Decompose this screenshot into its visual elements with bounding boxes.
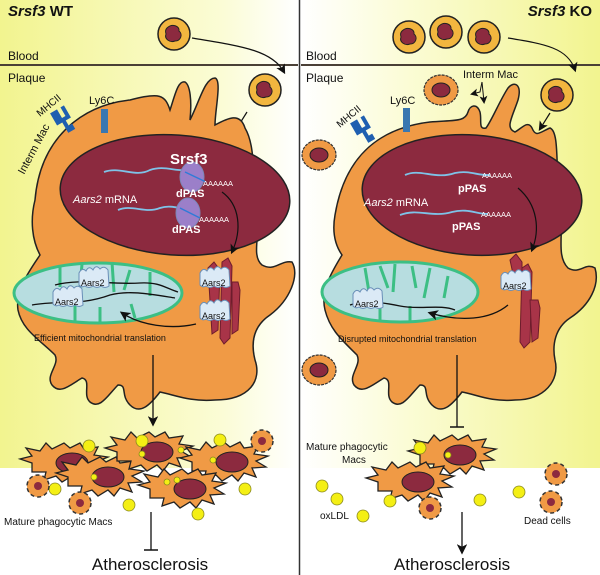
right-interm-mac-small-2 bbox=[301, 139, 337, 171]
right-dead-cell-1 bbox=[418, 496, 442, 520]
left-title: Srsf3 WT bbox=[8, 3, 73, 20]
right-mhcii-receptor bbox=[350, 115, 376, 143]
right-mature-macs-label-line2: Macs bbox=[342, 455, 366, 466]
left-export-arrow bbox=[221, 191, 240, 255]
left-dead-cell-3 bbox=[68, 491, 92, 515]
left-srsf3-label: Srsf3 bbox=[170, 151, 208, 168]
right-er-aars2-label: Aars2 bbox=[503, 281, 527, 291]
right-oxldl-particles bbox=[315, 441, 526, 523]
right-translation-label: Disrupted mitochondrial translation bbox=[338, 334, 477, 344]
right-polya-2: AAAAAA bbox=[481, 210, 511, 219]
right-dead-cell-2 bbox=[544, 462, 568, 486]
left-polya-1: AAAAAA bbox=[203, 179, 233, 188]
right-mito-aars2-label: Aars2 bbox=[355, 299, 379, 309]
left-mature-macs-label: Mature phagocytic Macs bbox=[4, 517, 112, 528]
left-blood-monocyte bbox=[157, 17, 191, 51]
left-polya-2: AAAAAA bbox=[199, 215, 229, 224]
right-oxldl-label: oxLDL bbox=[320, 511, 349, 522]
right-mature-macs-label-line1: Mature phagocytic bbox=[306, 442, 388, 453]
right-dead-cells-label: Dead cells bbox=[524, 516, 571, 527]
right-dead-cell-3 bbox=[539, 490, 563, 514]
right-mrna-strand-2 bbox=[399, 209, 489, 216]
right-outcome-label: Atherosclerosis bbox=[394, 555, 510, 574]
left-mrna-in-srsf3-2 bbox=[179, 207, 201, 219]
right-interm-mac-small-1 bbox=[423, 74, 459, 106]
right-mrna-strand-1 bbox=[404, 171, 491, 177]
left-plaque-label: Plaque bbox=[8, 71, 46, 85]
right-plaque-label: Plaque bbox=[306, 71, 344, 85]
left-pas-label-1: dPAS bbox=[176, 188, 205, 200]
right-interm-mac-pointer-1 bbox=[470, 81, 483, 97]
right-mrna-label: Aars2 mRNA bbox=[363, 197, 429, 209]
left-srsf3-protein-1 bbox=[179, 161, 205, 193]
right-interm-mac-pointer-2 bbox=[479, 81, 488, 104]
left-nucleus bbox=[59, 133, 291, 257]
right-blood-monocyte-1 bbox=[392, 20, 426, 54]
right-title: Srsf3 KO bbox=[528, 3, 593, 20]
right-extravasation-arrow bbox=[507, 37, 578, 73]
left-blood-label: Blood bbox=[8, 49, 39, 63]
left-dead-cell-1 bbox=[250, 429, 274, 453]
left-dead-cell-2 bbox=[26, 474, 50, 498]
right-blood-label: Blood bbox=[306, 49, 337, 63]
right-mitochondrion bbox=[320, 260, 480, 324]
left-mrna-in-srsf3-1 bbox=[184, 171, 207, 183]
left-outcome-label: Atherosclerosis bbox=[92, 555, 208, 574]
right-ly6c-label: Ly6C bbox=[390, 95, 415, 107]
left-pas-label-2: dPAS bbox=[172, 224, 201, 236]
left-oxldl-particles bbox=[48, 433, 252, 521]
right-plaque-monocyte bbox=[540, 78, 574, 112]
left-plaque-monocyte bbox=[248, 73, 282, 107]
left-mrna-label: Aars2 mRNA bbox=[72, 194, 138, 206]
right-polya-1: AAAAAA bbox=[482, 171, 512, 180]
right-nucleus bbox=[361, 133, 583, 257]
right-pas-label-1: pPAS bbox=[458, 183, 487, 195]
right-blood-monocyte-2 bbox=[429, 15, 463, 49]
left-translation-label: Efficient mitochondrial translation bbox=[34, 333, 166, 343]
left-mhcii-receptor bbox=[50, 105, 76, 133]
left-ly6c-label: Ly6C bbox=[89, 95, 114, 107]
right-export-arrow bbox=[517, 187, 540, 253]
left-mito-aars2-label-1: Aars2 bbox=[81, 278, 105, 288]
right-interm-mac-label: Interm Mac bbox=[463, 69, 519, 81]
right-differentiation-arrow bbox=[538, 112, 551, 132]
left-ly6c-receptor bbox=[101, 109, 108, 133]
left-import-arrow bbox=[119, 311, 197, 328]
left-mitochondrion bbox=[12, 261, 184, 325]
right-import-arrow bbox=[427, 304, 509, 321]
left-mrna-strand-1 bbox=[103, 167, 191, 174]
left-extravasation-arrow bbox=[191, 37, 286, 75]
right-blood-monocyte-3 bbox=[467, 20, 501, 54]
right-ly6c-receptor bbox=[403, 108, 410, 132]
left-srsf3-protein-2 bbox=[175, 197, 201, 229]
right-pas-label-2: pPAS bbox=[452, 221, 481, 233]
left-er-aars2-label-1: Aars2 bbox=[202, 278, 226, 288]
left-er-aars2-label-2: Aars2 bbox=[202, 311, 226, 321]
right-interm-mac-small-3 bbox=[301, 354, 337, 386]
left-mito-aars2-label-2: Aars2 bbox=[55, 297, 79, 307]
